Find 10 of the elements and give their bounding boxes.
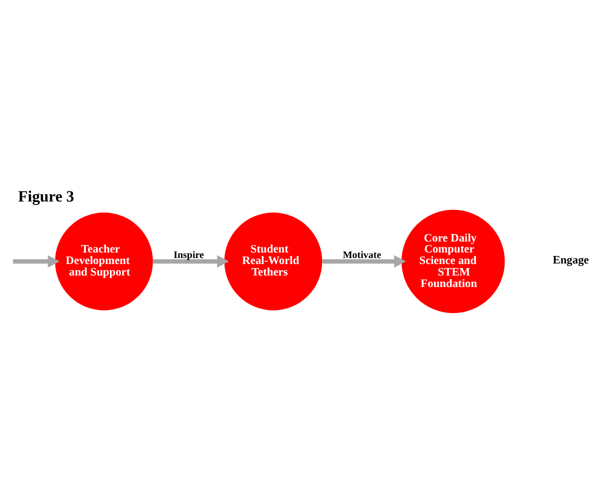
node-circle: Core Daily Computer Science and STEM Foundation: [402, 209, 505, 313]
arrow: [153, 254, 229, 268]
edge-label: Inspire: [174, 250, 204, 260]
edge-label: Motivate: [342, 250, 382, 260]
arrow: [13, 254, 60, 268]
node-circle: Student Real-World Tethers: [224, 212, 322, 310]
diagram-title: Figure 3: [18, 188, 74, 206]
label: Engage: [552, 254, 589, 266]
node-circle: Teacher Development and Support: [55, 212, 153, 310]
arrow: [322, 254, 406, 268]
